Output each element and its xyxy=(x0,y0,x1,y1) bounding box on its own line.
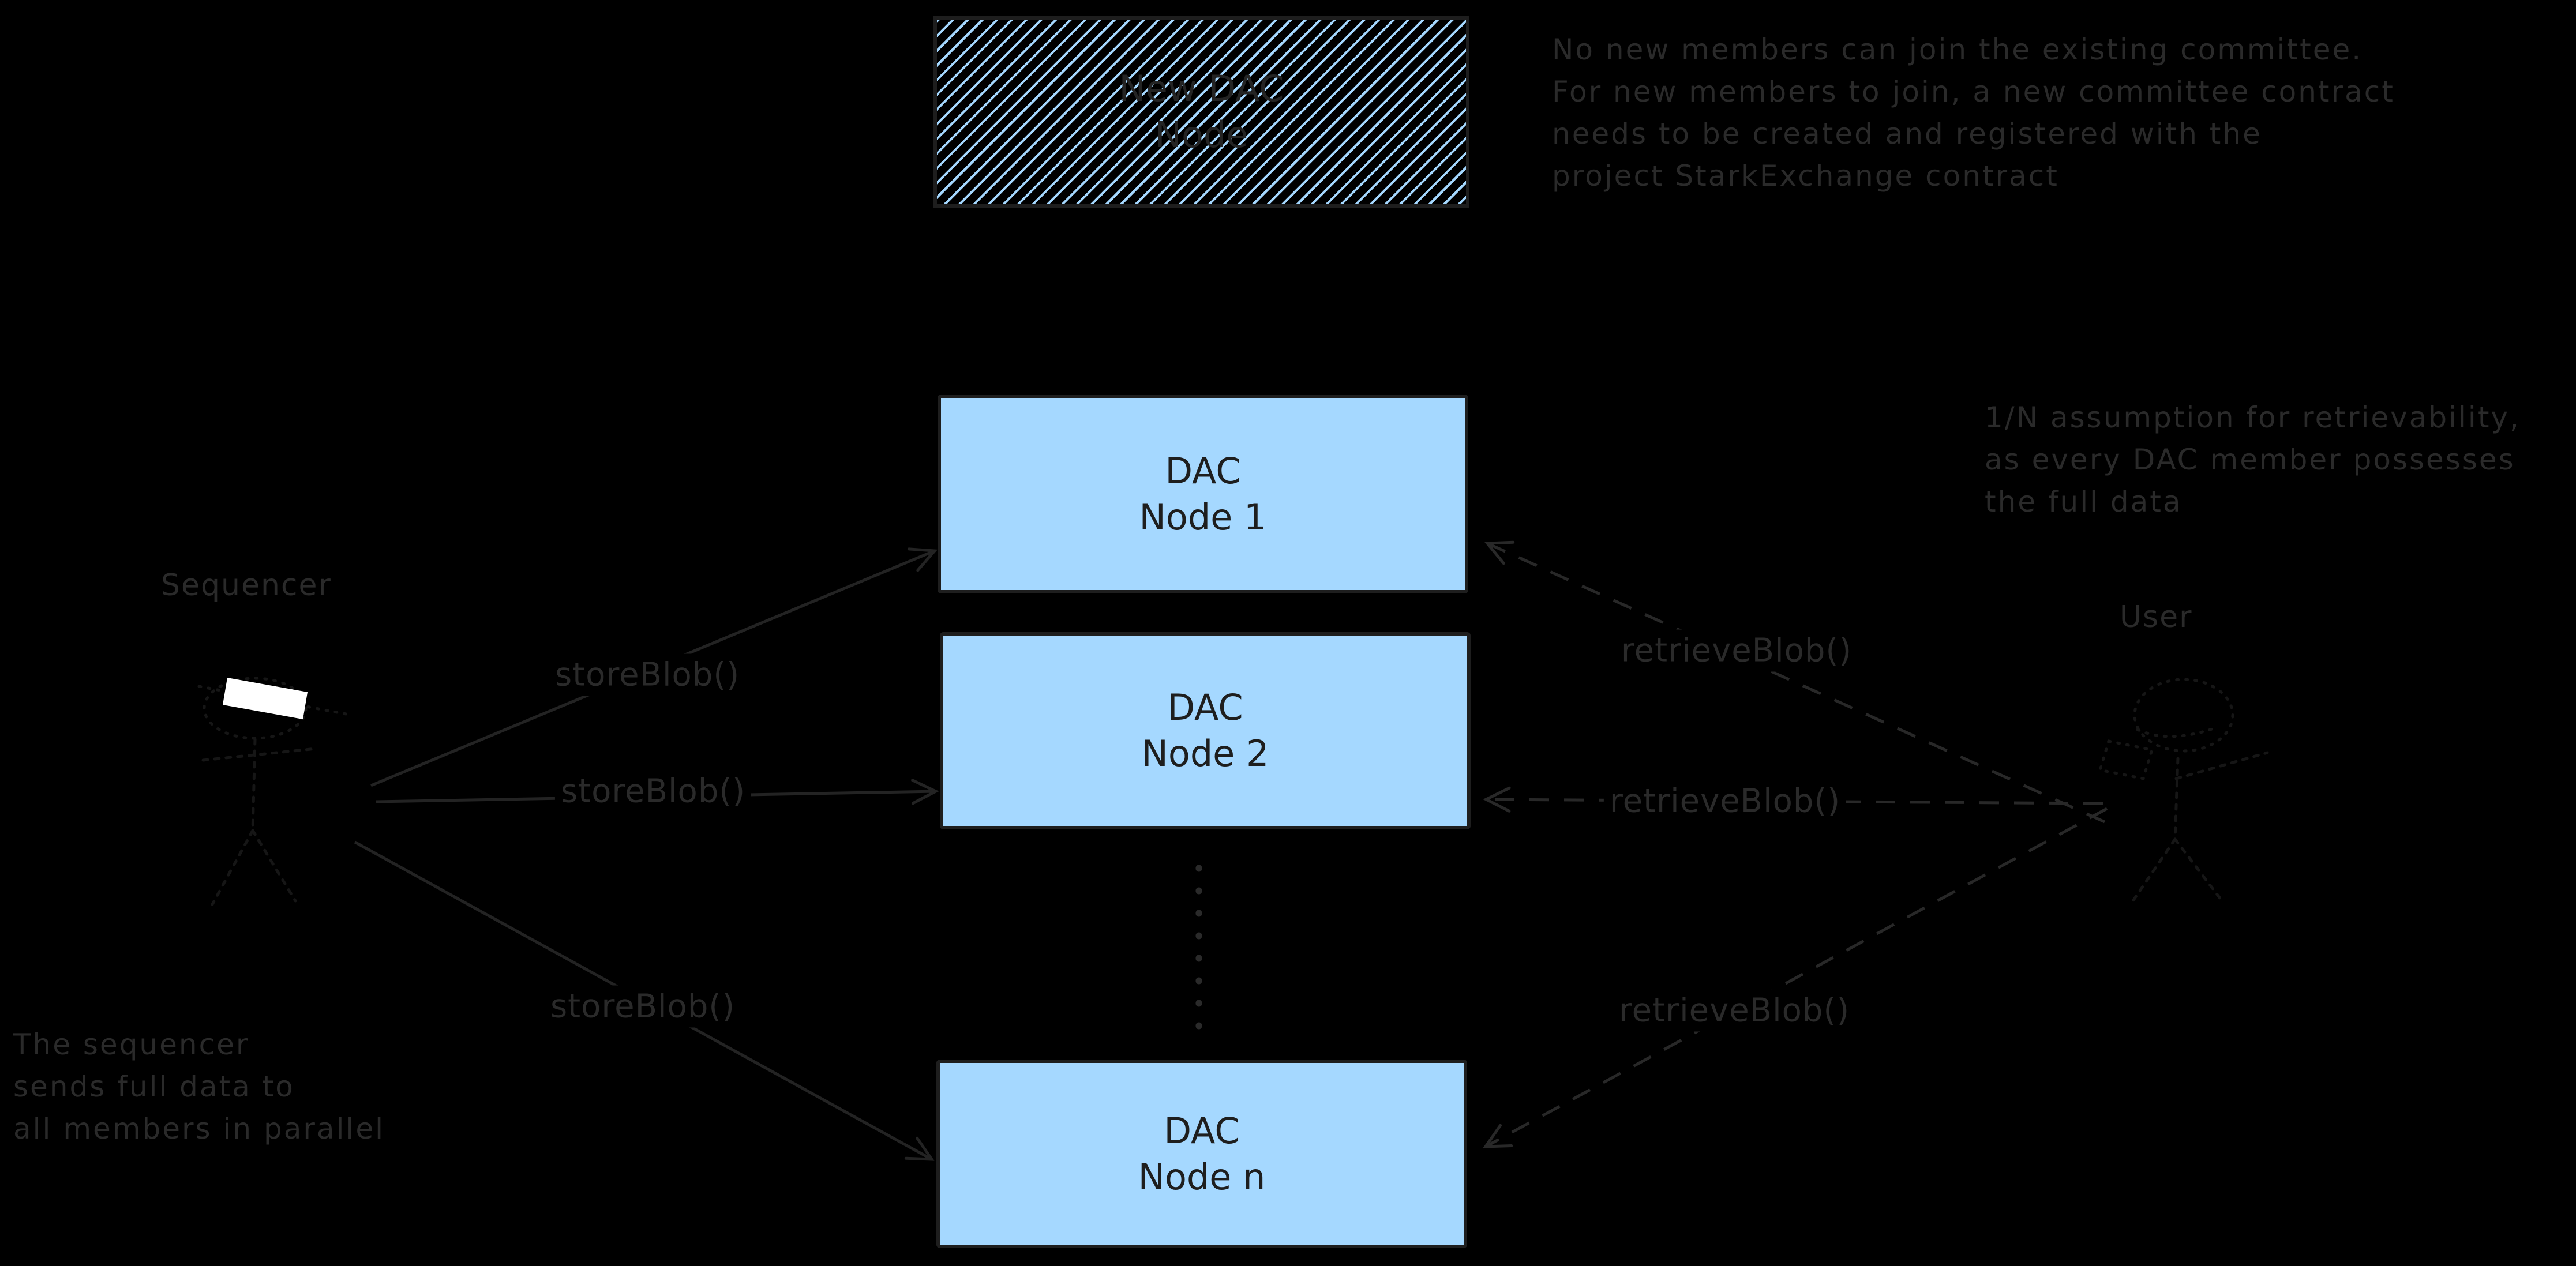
dac-node-2-box: DAC Node 2 xyxy=(940,632,1471,829)
retrieve-blob-label-2: retrieveBlob() xyxy=(1603,780,1847,822)
new-dac-node-label: New DAC Node xyxy=(1119,67,1284,156)
user-figure xyxy=(2098,678,2269,904)
store-blob-label-3: storeBlob() xyxy=(544,985,741,1028)
retrievability-note: 1/N assumption for retrievability, as ev… xyxy=(1985,401,2521,519)
retrieve-blob-label-3: retrieveBlob() xyxy=(1613,989,1856,1032)
dac-node-n-label: DAC Node n xyxy=(1138,1109,1266,1198)
sequencer-label: Sequencer xyxy=(161,568,332,603)
retrieve-blob-label-1: retrieveBlob() xyxy=(1615,629,1858,672)
sequencer-hat-icon xyxy=(223,678,308,719)
sequencer-note: The sequencer sends full data to all mem… xyxy=(13,1028,385,1145)
store-blob-label-2: storeBlob() xyxy=(554,770,752,813)
dac-node-n-box: DAC Node n xyxy=(936,1060,1467,1248)
dac-node-1-label: DAC Node 1 xyxy=(1139,449,1267,538)
committee-note: No new members can join the existing com… xyxy=(1552,33,2395,193)
dac-node-1-box: DAC Node 1 xyxy=(938,395,1468,593)
store-blob-label-1: storeBlob() xyxy=(549,653,746,696)
retrieve-arrow-node1 xyxy=(1487,543,2106,824)
new-dac-node-box: New DAC Node xyxy=(933,16,1469,208)
dac-node-2-label: DAC Node 2 xyxy=(1141,686,1269,775)
retrieve-arrow-noden xyxy=(1486,807,2108,1147)
user-label: User xyxy=(2120,600,2193,634)
